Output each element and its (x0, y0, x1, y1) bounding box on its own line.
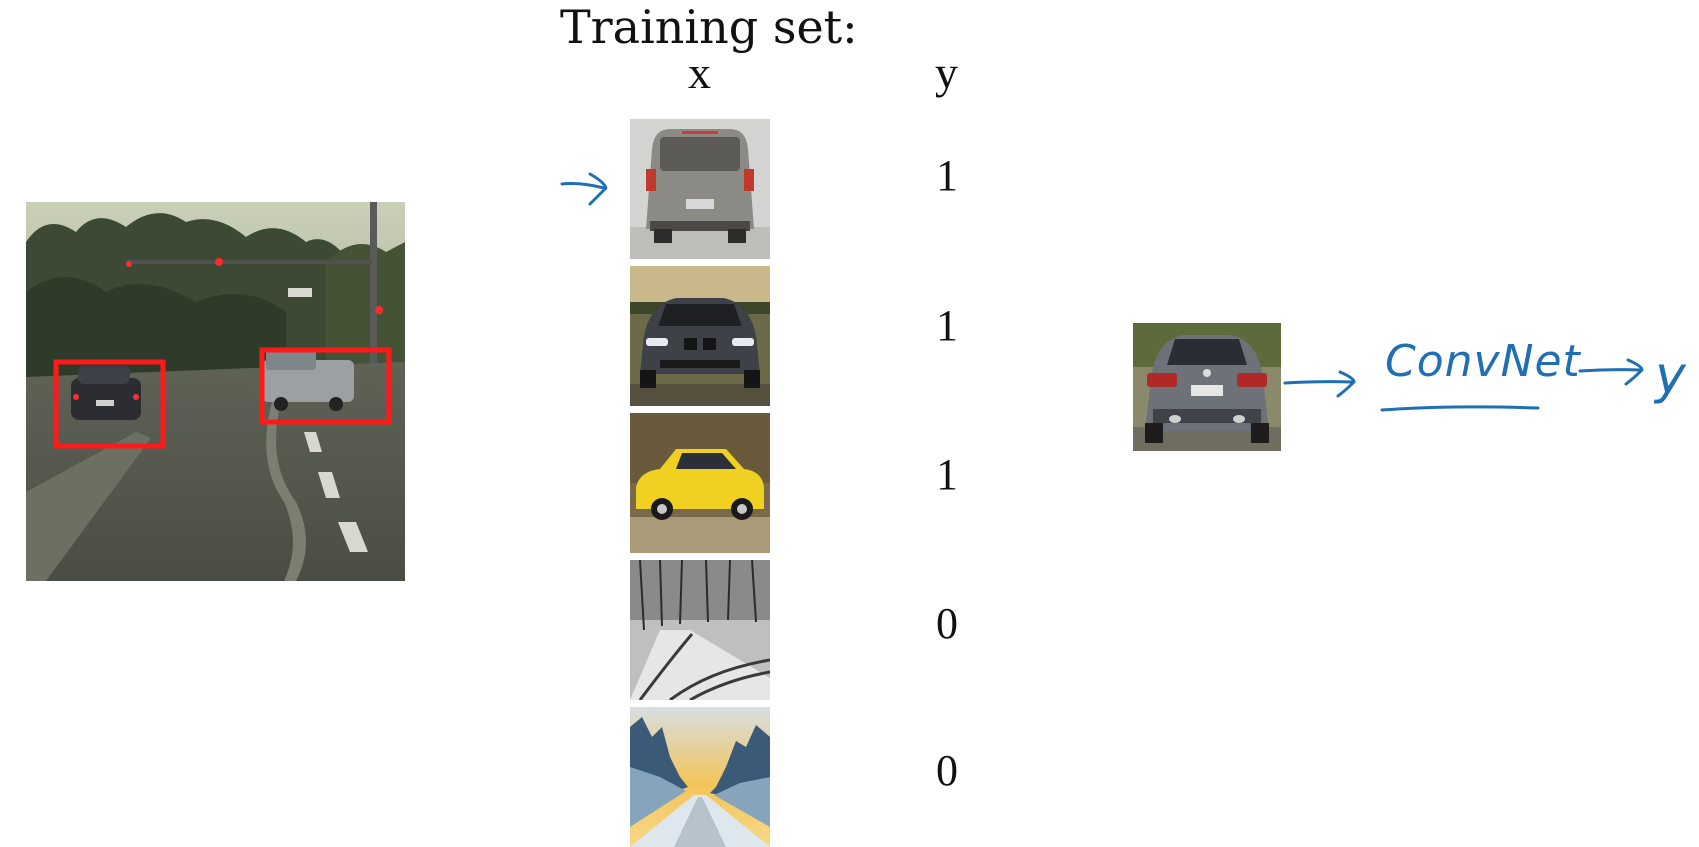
training-label-y-3: 1 (936, 450, 958, 499)
input-arrow-icon (560, 172, 608, 206)
x-column-label: x (688, 47, 711, 98)
training-image-car-rear (630, 119, 770, 259)
training-image-snowy-forest-road (630, 707, 770, 847)
street-scene-image (26, 202, 405, 581)
output-y-label: y (1655, 346, 1686, 406)
training-label-y-5: 0 (936, 746, 958, 795)
training-set-title: Training set: (560, 0, 858, 54)
training-image-yellow-car (630, 413, 770, 553)
arrow-to-convnet-icon (1283, 370, 1356, 398)
convnet-label: ConvNet (1385, 336, 1581, 387)
training-label-y-4: 0 (936, 599, 958, 648)
convnet-underline (1380, 405, 1540, 412)
arrow-to-output-icon (1578, 358, 1644, 386)
test-image-car-rear (1133, 323, 1281, 451)
training-label-y-2: 1 (936, 301, 958, 350)
y-column-label: y (935, 47, 958, 98)
training-image-car-front (630, 266, 770, 406)
training-label-y-1: 1 (936, 151, 958, 200)
training-image-snowy-road (630, 560, 770, 700)
